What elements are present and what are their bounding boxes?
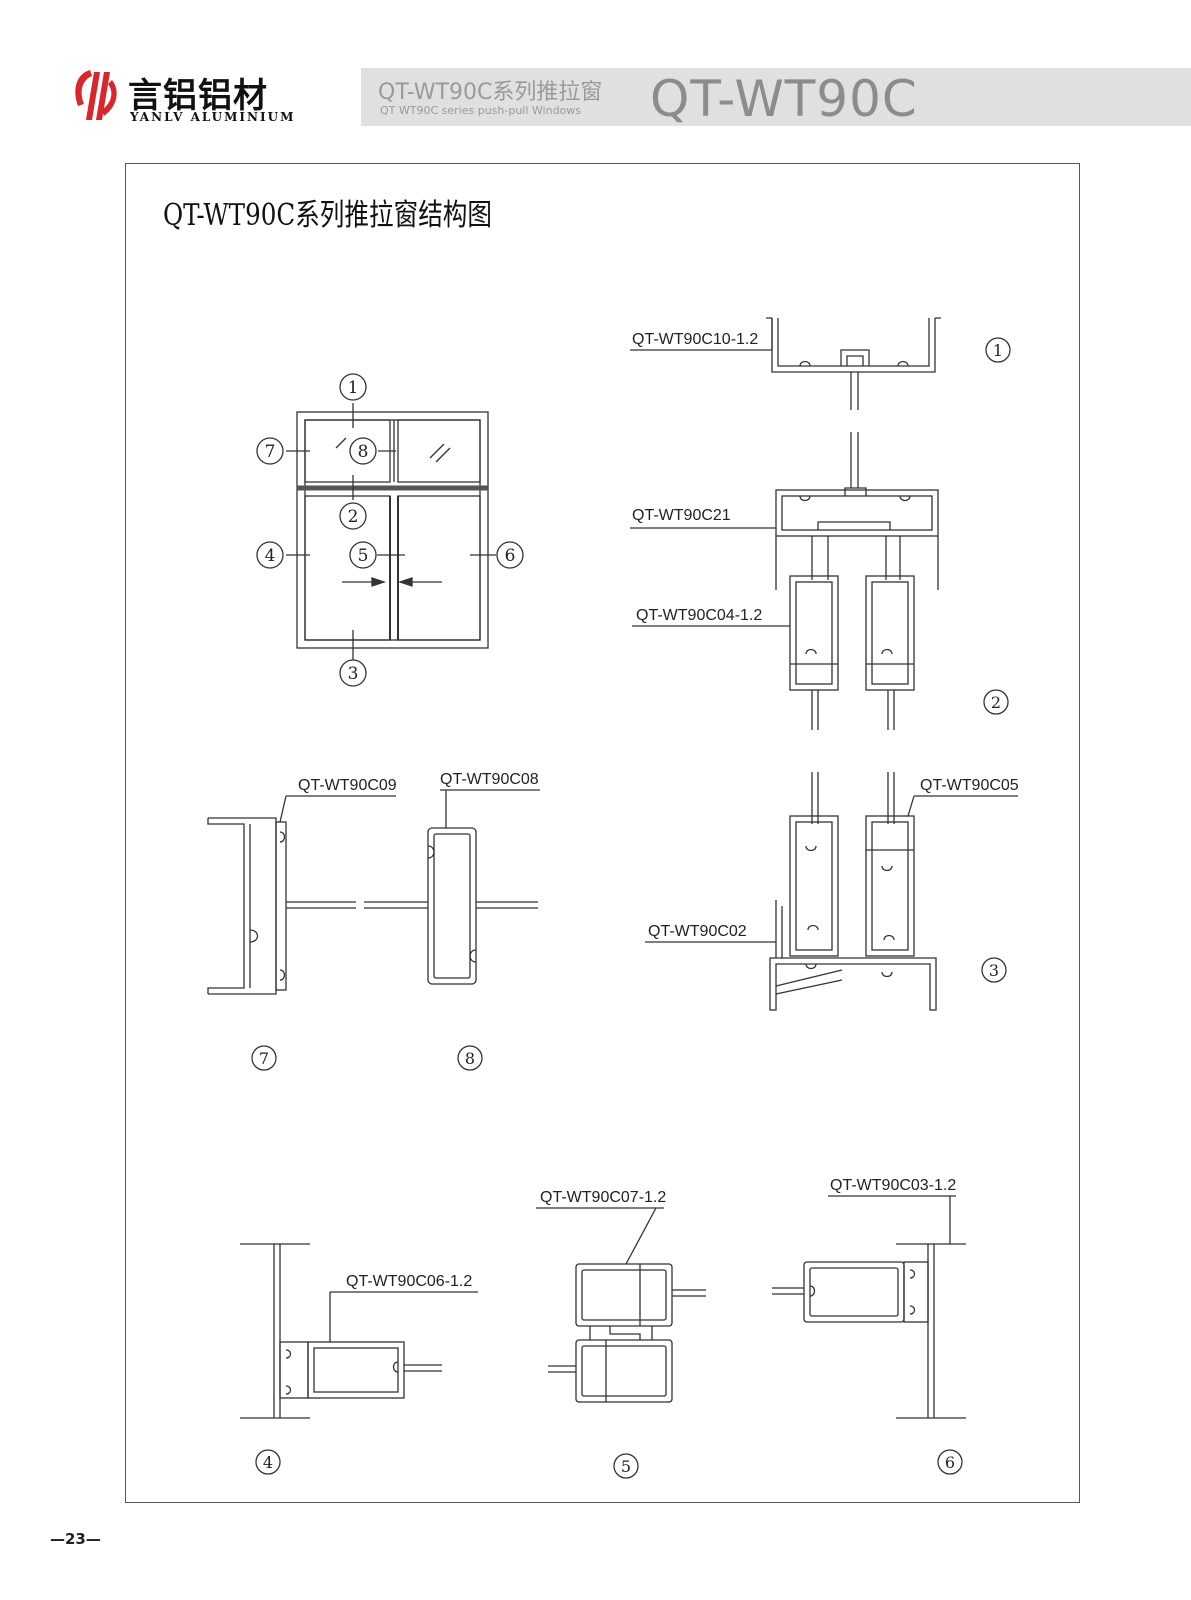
- svg-text:5: 5: [621, 1457, 631, 1476]
- section-5-profile: QT-WT90C07-1.2 5: [536, 1189, 706, 1479]
- header-series-title: QT-WT90C系列推拉窗: [378, 80, 603, 105]
- label-c05: QT-WT90C05: [920, 777, 1019, 794]
- svg-text:4: 4: [263, 1453, 273, 1472]
- svg-text:2: 2: [348, 507, 359, 527]
- svg-text:8: 8: [465, 1049, 475, 1068]
- callout-2-section: 2: [983, 689, 1009, 715]
- callout-5: 5: [349, 541, 377, 569]
- callout-8: 8: [349, 437, 377, 465]
- label-c21: QT-WT90C21: [632, 507, 731, 524]
- section-7-profile: QT-WT90C09 7: [207, 777, 397, 1071]
- brand-logo-icon: [75, 70, 117, 120]
- callout-2: 2: [339, 502, 367, 530]
- section-2-profile: QT-WT90C21 QT-WT90C04-1.2 2: [630, 487, 1009, 730]
- svg-text:8: 8: [358, 442, 369, 462]
- callout-3-section: 3: [981, 957, 1007, 983]
- svg-text:1: 1: [348, 378, 359, 398]
- section-8-profile: QT-WT90C08 8: [364, 771, 540, 1071]
- callout-1: 1: [339, 373, 367, 401]
- svg-text:3: 3: [989, 961, 999, 980]
- svg-text:5: 5: [358, 546, 369, 566]
- header-series-subtitle: QT WT90C series push-pull Windows: [380, 104, 582, 117]
- brand-name-en: YANLV ALUMINIUM: [130, 110, 296, 124]
- brand-logo: 言铝铝材 YANLV ALUMINIUM: [70, 66, 300, 130]
- page-number: —23—: [50, 1530, 101, 1548]
- section-1-profile: QT-WT90C10-1.2 1: [630, 317, 1011, 488]
- callout-7-section: 7: [251, 1045, 277, 1071]
- label-c03: QT-WT90C03-1.2: [830, 1177, 956, 1194]
- callout-4: 4: [256, 541, 284, 569]
- callout-1-section: 1: [985, 337, 1011, 363]
- section-6-profile: QT-WT90C03-1.2 6: [772, 1177, 966, 1475]
- callout-8-section: 8: [457, 1045, 483, 1071]
- drawing-title: QT-WT90C系列推拉窗结构图: [163, 198, 492, 233]
- svg-text:7: 7: [259, 1049, 269, 1068]
- header-band: [361, 68, 1191, 126]
- svg-text:7: 7: [265, 442, 276, 462]
- header-model-code: QT-WT90C: [650, 70, 918, 128]
- brand-name-cn: 言铝铝材: [128, 76, 268, 116]
- svg-text:6: 6: [505, 546, 516, 566]
- section-4-profile: QT-WT90C06-1.2 4: [240, 1243, 478, 1475]
- callout-4-section: 4: [255, 1449, 281, 1475]
- label-c04: QT-WT90C04-1.2: [636, 607, 762, 624]
- drawing-frame: [125, 163, 1080, 1503]
- callout-6: 6: [496, 541, 524, 569]
- label-c02: QT-WT90C02: [648, 923, 747, 940]
- callout-7: 7: [256, 437, 284, 465]
- label-c07: QT-WT90C07-1.2: [540, 1189, 666, 1206]
- svg-text:2: 2: [991, 693, 1001, 712]
- svg-text:6: 6: [945, 1453, 955, 1472]
- svg-text:4: 4: [265, 546, 276, 566]
- label-c06: QT-WT90C06-1.2: [346, 1273, 472, 1290]
- svg-text:3: 3: [348, 664, 359, 684]
- svg-text:1: 1: [993, 341, 1003, 360]
- section-3-profile: QT-WT90C02 QT-WT90C05 3: [645, 772, 1019, 1011]
- label-c10: QT-WT90C10-1.2: [632, 331, 758, 348]
- window-elevation: 1 7 8 2 4 5 6 3: [256, 373, 524, 687]
- label-c09: QT-WT90C09: [298, 777, 397, 794]
- callout-3: 3: [339, 659, 367, 687]
- label-c08: QT-WT90C08: [440, 771, 539, 788]
- callout-6-section: 6: [937, 1449, 963, 1475]
- callout-5-section: 5: [613, 1453, 639, 1479]
